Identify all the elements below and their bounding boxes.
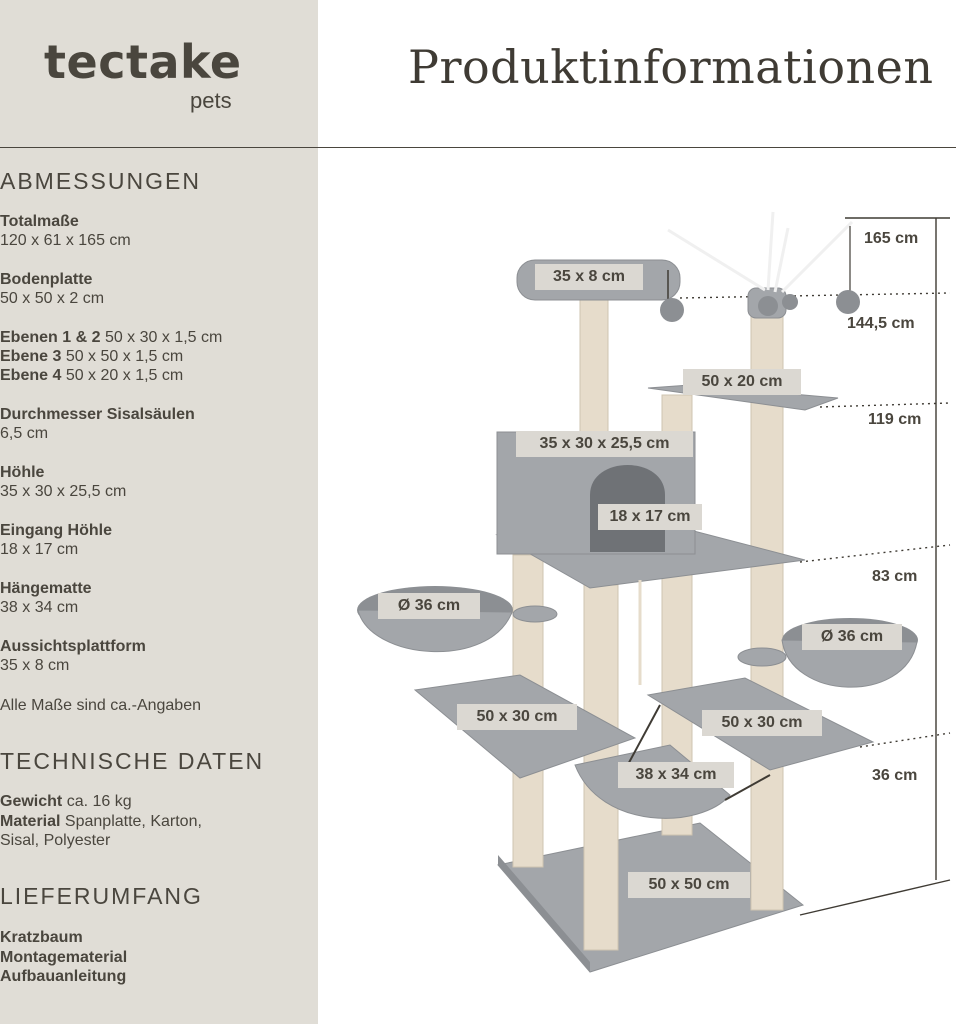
- spec-label: Durchmesser Sisalsäulen: [0, 406, 195, 423]
- dimensions-note: Alle Maße sind ca.-Angaben: [0, 697, 201, 714]
- spec-label: Höhle: [0, 464, 45, 481]
- technical-specs: Gewicht ca. 16 kg Material Spanplatte, K…: [0, 792, 202, 851]
- label-level-4: 50 x 20 cm: [683, 369, 801, 395]
- basket-right: [781, 639, 918, 688]
- sisal-post: [579, 297, 609, 439]
- height-label: 144,5 cm: [847, 315, 915, 332]
- wand: [780, 220, 854, 294]
- spec-label: Ebene 4: [0, 367, 62, 384]
- basket-left-mount: [512, 605, 558, 623]
- basket-left: [357, 609, 513, 652]
- toy-ball: [782, 294, 798, 310]
- spec-value: Sisal, Polyester: [0, 832, 111, 849]
- label-cave: 35 x 30 x 25,5 cm: [516, 431, 693, 457]
- spec-value: 120 x 61 x 165 cm: [0, 232, 131, 249]
- info-sidebar: [0, 0, 318, 1024]
- guide-144: [679, 292, 951, 299]
- spec-value: ca. 16 kg: [66, 793, 132, 810]
- dimensions-heading: ABMESSUNGEN: [0, 168, 201, 194]
- height-label: 36 cm: [872, 767, 918, 784]
- spec-label: Gewicht: [0, 793, 63, 810]
- wand: [766, 211, 775, 291]
- spec-hammock: Hängematte 38 x 34 cm: [0, 579, 92, 617]
- page-title: Produktinformationen: [408, 40, 934, 94]
- spec-platform: Aussichtsplattform 35 x 8 cm: [0, 637, 146, 675]
- brand-name: tectake: [44, 35, 242, 89]
- height-label: 119 cm: [868, 411, 922, 428]
- wand: [667, 228, 766, 292]
- basket-right-mount: [737, 647, 787, 667]
- hammock-strap: [724, 774, 771, 801]
- delivery-list: Kratzbaum Montagematerial Aufbauanleitun…: [0, 928, 127, 987]
- delivery-item: Aufbauanleitung: [0, 968, 127, 985]
- spec-value: 50 x 30 x 1,5 cm: [104, 329, 223, 346]
- toy-ball: [758, 296, 778, 316]
- spec-label: Ebenen 1 & 2: [0, 329, 101, 346]
- spec-posts: Durchmesser Sisalsäulen 6,5 cm: [0, 405, 195, 443]
- spec-cave: Höhle 35 x 30 x 25,5 cm: [0, 463, 126, 501]
- sisal-posts: [512, 297, 784, 951]
- spec-label: Ebene 3: [0, 348, 62, 365]
- spec-value: 35 x 30 x 25,5 cm: [0, 483, 127, 500]
- sisal-post: [750, 314, 784, 911]
- delivery-item: Kratzbaum: [0, 929, 83, 946]
- spec-value: 18 x 17 cm: [0, 541, 79, 558]
- guide-83: [799, 544, 951, 563]
- height-base-line: [799, 879, 951, 916]
- label-top-platform: 35 x 8 cm: [535, 264, 643, 290]
- hammock-strap: [624, 704, 661, 771]
- label-level-left: 50 x 30 cm: [457, 704, 577, 730]
- spec-label: Material: [0, 812, 61, 830]
- spec-value: 50 x 50 x 1,5 cm: [65, 348, 184, 365]
- spec-label: Totalmaße: [0, 213, 79, 230]
- spec-entrance: Eingang Höhle 18 x 17 cm: [0, 521, 112, 559]
- spec-label: Hängematte: [0, 580, 92, 597]
- label-hammock: 38 x 34 cm: [618, 762, 734, 788]
- wand-toys: [667, 211, 854, 294]
- technical-heading: TECHNISCHE DATEN: [0, 748, 265, 774]
- spec-value: 35 x 8 cm: [0, 657, 70, 674]
- header-divider: [0, 147, 956, 148]
- label-basket-left: Ø 36 cm: [378, 593, 480, 619]
- spec-value: 6,5 cm: [0, 425, 49, 442]
- toy-ball: [660, 298, 684, 322]
- spec-value: Spanplatte, Karton,: [64, 812, 202, 830]
- spec-value: 50 x 50 x 2 cm: [0, 290, 105, 307]
- label-base: 50 x 50 cm: [628, 872, 750, 898]
- spec-value: 50 x 20 x 1,5 cm: [65, 367, 184, 384]
- delivery-item: Montagematerial: [0, 948, 128, 966]
- spec-base: Bodenplatte 50 x 50 x 2 cm: [0, 270, 104, 308]
- guide-119: [819, 402, 951, 408]
- label-level-right: 50 x 30 cm: [702, 710, 822, 736]
- label-basket-right: Ø 36 cm: [802, 624, 902, 650]
- spec-total: Totalmaße 120 x 61 x 165 cm: [0, 212, 131, 250]
- spec-label: Bodenplatte: [0, 271, 93, 288]
- base-plate-edge: [498, 855, 590, 972]
- height-label: 165 cm: [864, 230, 919, 247]
- delivery-heading: LIEFERUMFANG: [0, 883, 203, 909]
- brand-logo: tectake pets: [44, 35, 242, 113]
- spec-value: 38 x 34 cm: [0, 599, 79, 616]
- wand: [773, 227, 790, 293]
- toy-ball: [836, 290, 860, 314]
- brand-sub: pets: [190, 88, 232, 113]
- spec-label: Eingang Höhle: [0, 522, 112, 539]
- height-guides: [679, 217, 951, 916]
- spec-label: Aussichtsplattform: [0, 638, 146, 655]
- spec-levels: Ebenen 1 & 2 50 x 30 x 1,5 cm Ebene 3 50…: [0, 328, 222, 385]
- height-label: 83 cm: [872, 568, 918, 585]
- label-entrance: 18 x 17 cm: [598, 504, 702, 530]
